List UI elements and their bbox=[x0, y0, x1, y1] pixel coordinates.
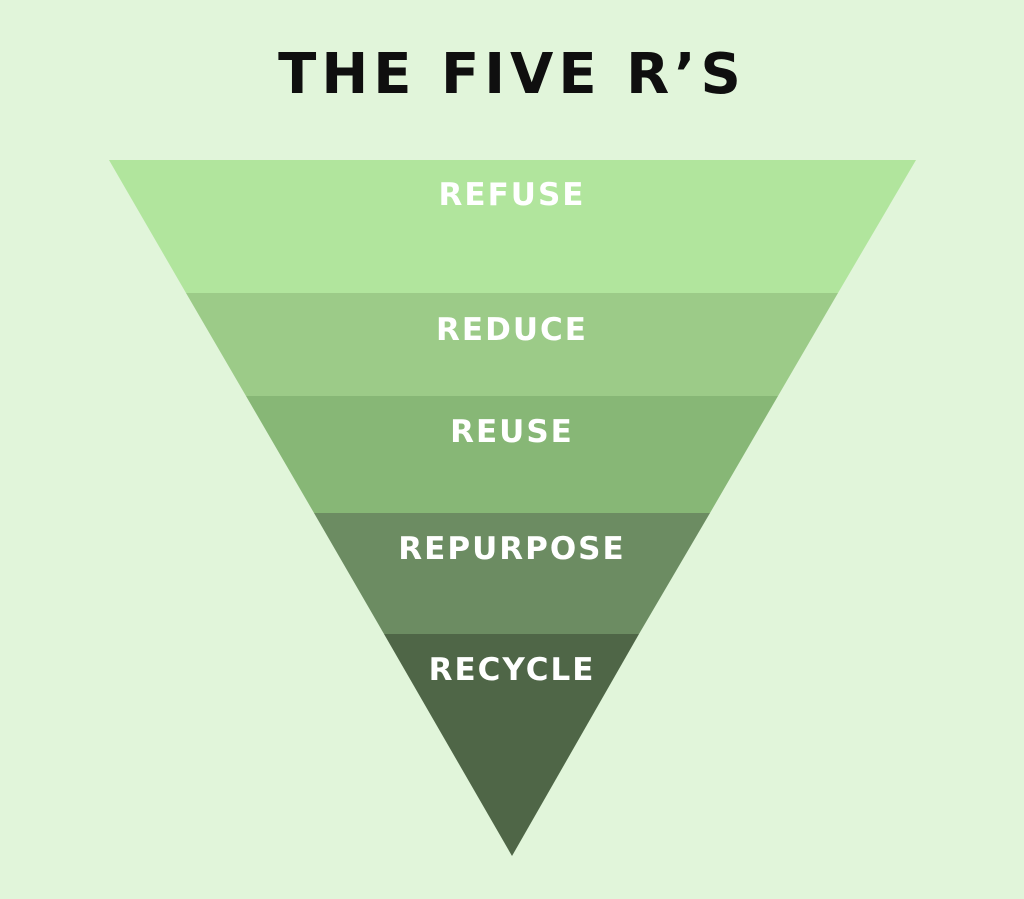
tier-repurpose-label: REPURPOSE bbox=[398, 531, 625, 567]
tier-refuse-label: REFUSE bbox=[439, 177, 586, 213]
tier-reuse-band bbox=[246, 396, 778, 513]
diagram-title: THE FIVE R’S bbox=[278, 42, 746, 107]
tier-reduce-band bbox=[186, 293, 838, 396]
tier-reuse-label: REUSE bbox=[450, 414, 574, 450]
tier-reduce-label: REDUCE bbox=[436, 312, 588, 348]
tier-repurpose-band bbox=[314, 513, 710, 634]
tier-refuse-band bbox=[109, 160, 916, 293]
tier-recycle-band bbox=[384, 634, 639, 856]
tier-recycle-label: RECYCLE bbox=[429, 652, 596, 688]
